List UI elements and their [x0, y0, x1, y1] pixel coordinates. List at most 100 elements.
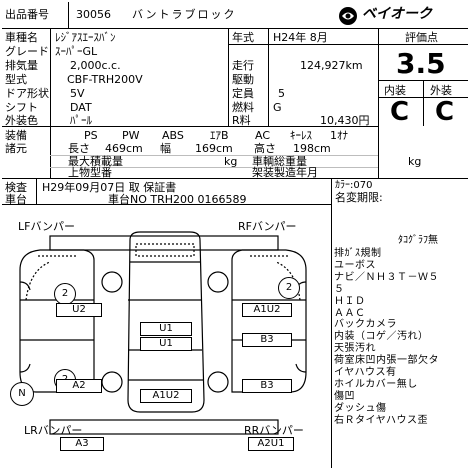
fuel: G [273, 101, 282, 114]
max-load-label: 最大積載量 [68, 155, 123, 168]
divider [50, 155, 378, 156]
color-code: ｶﾗｰ:070 [335, 180, 373, 191]
recycle-fee-label: R料 [232, 114, 251, 127]
door-shape-label: ドア形状 [5, 87, 49, 100]
damage-back-door: A1U2 [140, 389, 192, 403]
width: 169cm [195, 142, 233, 155]
damage-mark-rf: 2 [278, 277, 300, 299]
shift: DAT [70, 101, 92, 114]
divider [378, 28, 379, 178]
divider [2, 126, 378, 127]
exterior-label: 外装 [430, 84, 452, 97]
rr-bumper-label: RRバンパー [244, 424, 304, 437]
car-name-label: 車種名 [5, 31, 38, 44]
equipment-label: 装備 [5, 129, 27, 142]
rf-bumper-label: RFバンパー [238, 220, 297, 233]
fuel-label: 燃料 [232, 101, 254, 114]
upper-type-label: 上物型番 [68, 166, 112, 179]
year-label: 年式 [232, 31, 254, 44]
inspection-label: 検査 [5, 181, 27, 194]
damage-mark-n: N [10, 382, 34, 406]
auction-number: 30056 [76, 8, 111, 21]
damage-right-quarter: B3 [242, 379, 292, 393]
auction-number-label: 出品番号 [5, 8, 49, 21]
rear-right-wheel [207, 371, 229, 393]
damage-roof-front: U1 [140, 322, 192, 336]
total-weight-label: 車輌総重量 [252, 155, 307, 168]
model-label: 型式 [5, 73, 27, 86]
note-line: ＡＡＣ [334, 308, 366, 319]
damage-rear-bumper-left: A3 [60, 437, 104, 451]
divider [50, 28, 51, 126]
front-left-wheel [101, 271, 123, 293]
damage-roof-mid: U1 [140, 337, 192, 351]
rear-bumper-outline [49, 419, 279, 435]
exterior-color: ﾊﾟｰﾙ [70, 114, 92, 127]
rating-score: 3.5 [396, 47, 446, 80]
damage-right-rear-door: B3 [242, 333, 292, 347]
divider [268, 28, 269, 126]
divider [228, 28, 229, 126]
chassis-label: 車台 [5, 193, 27, 206]
logo [336, 5, 466, 29]
grade-label: グレード [5, 45, 49, 58]
car-name: ﾚｼﾞｱｽｴｰｽﾊﾞﾝ [55, 31, 116, 44]
logo-text: ベイオーク [362, 6, 432, 22]
equip-one-owner: 1ｵﾅ [330, 129, 348, 142]
length: 469cm [105, 142, 143, 155]
model-year: H24年 8月 [273, 31, 328, 44]
note-line: ＨＩＤ [334, 296, 366, 307]
note-line: ダッシュ傷 [334, 403, 387, 414]
note-line: ホイルカバー無し [334, 379, 418, 390]
front-right-wheel [207, 271, 229, 293]
note-line: 内装（コゲ／汚れ） [334, 331, 429, 342]
lf-bumper-label: LFバンパー [18, 220, 76, 233]
divider [50, 167, 378, 168]
equip-airbag: ｴｱB [210, 129, 229, 142]
height: 198cm [293, 142, 331, 155]
note-line: 右Ｒタイヤハウス歪 [334, 415, 428, 426]
divider [378, 44, 468, 45]
note-line: 天張汚れ [334, 343, 376, 354]
bayauc-logo-icon [339, 7, 357, 25]
width-label: 幅 [160, 142, 171, 155]
note-line: 排ｶﾞｽ規制 [334, 248, 382, 259]
length-label: 長さ [68, 142, 90, 155]
rating-label: 評価点 [405, 31, 438, 44]
lr-bumper-label: LRバンパー [24, 424, 83, 437]
equip-ps: PS [84, 129, 98, 142]
top-view-outline [127, 231, 205, 413]
divider [68, 2, 69, 28]
note-line: ５ [334, 284, 345, 295]
equip-abs: ABS [162, 129, 184, 142]
capacity-label: 定員 [232, 87, 254, 100]
right-side-outline [231, 249, 307, 393]
chassis-number: 車台NO TRH200 0166589 [108, 193, 247, 206]
rear-left-wheel [101, 371, 123, 393]
damage-right-door: A1U2 [242, 303, 292, 317]
color-label: 外装色 [5, 114, 38, 127]
grade: ｽｰﾊﾟｰGL [55, 45, 98, 58]
inspection-date: H29年09月07日 取 保証書 [42, 181, 177, 194]
divider [36, 178, 37, 204]
displacement: 2,000c.c. [70, 59, 121, 72]
mileage-label: 走行 [232, 59, 254, 72]
shift-label: シフト [5, 101, 38, 114]
equip-keyless: ｷｰﾚｽ [290, 129, 312, 142]
interior-grade: C [390, 97, 410, 127]
divider [228, 44, 378, 45]
exterior-grade: C [435, 97, 455, 127]
note-line: バックカメラ [334, 319, 397, 330]
front-bumper-outline [49, 235, 279, 251]
capacity: 5 [278, 87, 285, 100]
equip-ac: AC [255, 129, 271, 142]
mileage: 124,927km [300, 59, 363, 72]
damage-mark-lf: 2 [54, 283, 76, 305]
divider [2, 204, 331, 205]
divider [331, 204, 332, 468]
max-load-unit: kg [224, 155, 238, 168]
note-line: ナビ／ＮＨ３Ｔ－Ｗ５ [334, 272, 439, 283]
door-shape: 5V [70, 87, 85, 100]
total-weight-unit: kg [408, 155, 422, 168]
